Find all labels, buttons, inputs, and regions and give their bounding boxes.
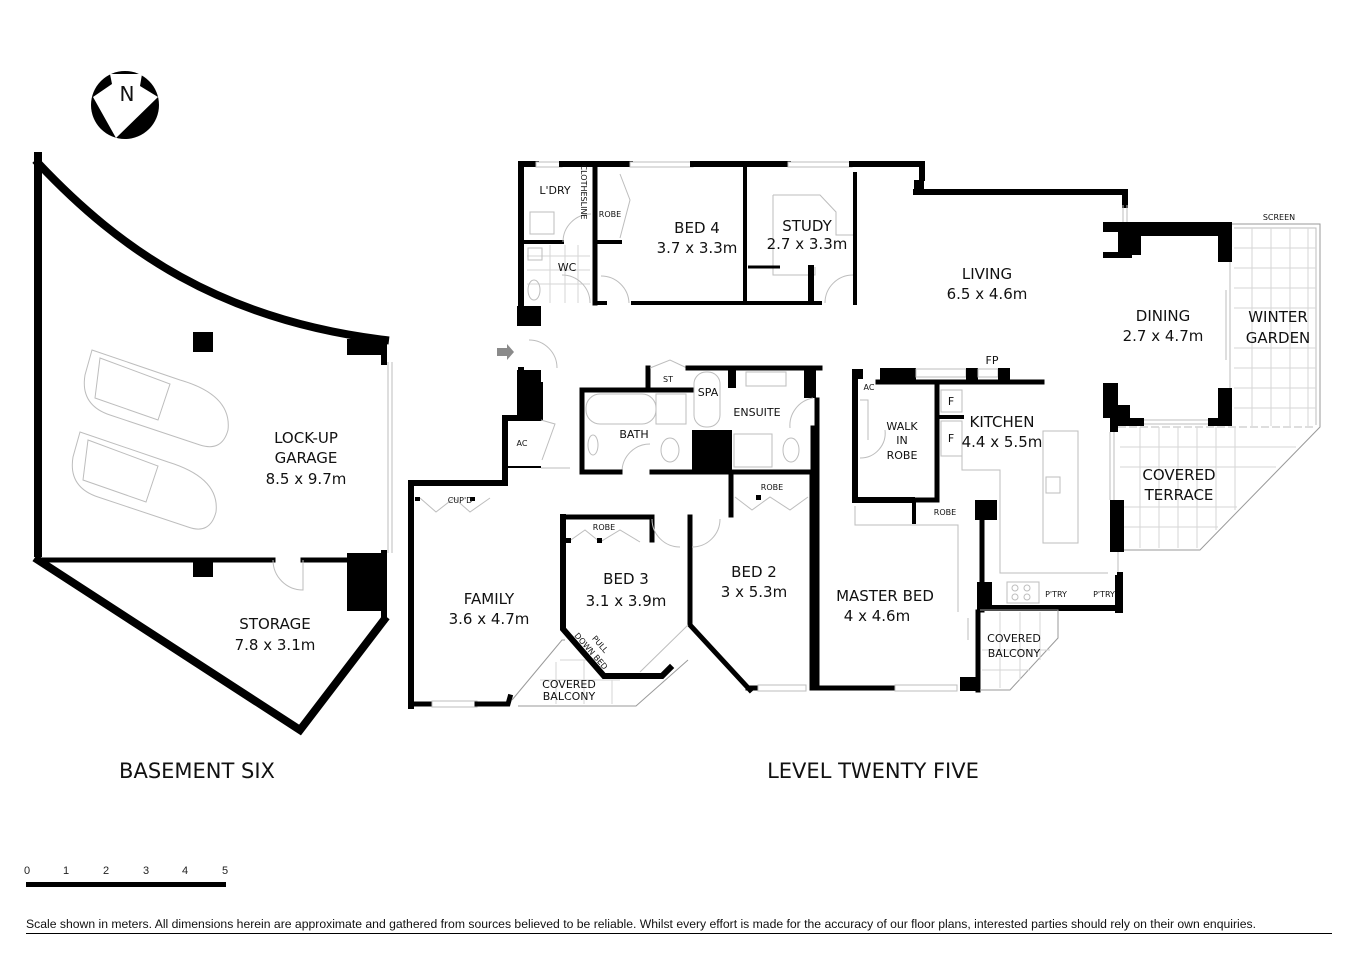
ensuite-label: ENSUITE — [733, 406, 780, 419]
scale-tick-4: 4 — [182, 865, 188, 877]
bed2-label: BED 2 — [731, 563, 777, 581]
walk-in-robe-label: WALK — [886, 420, 918, 433]
cupd-label: CUP'D — [448, 496, 473, 505]
bed4-robe-label: ROBE — [599, 210, 621, 219]
winter-garden-label-2: GARDEN — [1246, 329, 1311, 347]
family-label: FAMILY — [464, 590, 515, 608]
dining-dims: 2.7 x 4.7m — [1123, 327, 1204, 345]
ac-robe-label: AC — [864, 383, 875, 392]
covered-terrace-label-2: TERRACE — [1144, 486, 1214, 504]
basement-plan: LOCK-UP GARAGE 8.5 x 9.7m STORAGE 7.8 x … — [32, 152, 393, 783]
living-label: LIVING — [962, 265, 1012, 283]
garage-label: LOCK-UP — [274, 429, 338, 447]
scale-bar: 0 1 2 3 4 5 — [24, 865, 228, 887]
disclaimer-text: Scale shown in meters. All dimensions he… — [26, 917, 1332, 934]
bed2-robe-label: ROBE — [761, 483, 783, 492]
scale-tick-5: 5 — [222, 865, 228, 877]
wc-label: WC — [558, 261, 577, 274]
covered-terrace-label: COVERED — [1142, 466, 1215, 484]
basement-heading: BASEMENT SIX — [119, 759, 275, 783]
study-dims: 2.7 x 3.3m — [767, 235, 848, 253]
bed3-label: BED 3 — [603, 570, 649, 588]
screen-label: SCREEN — [1263, 213, 1295, 222]
north-arrow-icon: N — [91, 71, 159, 139]
wc-tiles — [527, 245, 590, 303]
level-heading: LEVEL TWENTY FIVE — [767, 759, 979, 783]
master-bed-dims: 4 x 4.6m — [844, 607, 910, 625]
storage-dims: 7.8 x 3.1m — [235, 636, 316, 654]
entry-arrow-icon — [497, 344, 514, 360]
garage-dims: 8.5 x 9.7m — [266, 470, 347, 488]
car-icon — [83, 349, 229, 448]
storage-label: STORAGE — [239, 615, 310, 633]
master-robe-label: ROBE — [934, 508, 956, 517]
compass-label: N — [120, 82, 135, 106]
fridge-2-label: F — [948, 432, 954, 445]
laundry-label: L'DRY — [539, 184, 571, 197]
kitchen-label: KITCHEN — [970, 413, 1035, 431]
master-bed-label: MASTER BED — [836, 587, 934, 605]
bed4-dims: 3.7 x 3.3m — [657, 239, 738, 257]
pantry-2-label: P'TRY — [1093, 590, 1115, 599]
winter-garden-label: WINTER — [1248, 308, 1308, 326]
terrace-grid — [1118, 223, 1321, 551]
family-dims: 3.6 x 4.7m — [449, 610, 530, 628]
bed2-dims: 3 x 5.3m — [721, 583, 787, 601]
spa-label: SPA — [698, 386, 719, 399]
kitchen-dims: 4.4 x 5.5m — [962, 433, 1043, 451]
level-plan: L'DRY CLOTHESLINE WC ROBE BED 4 3.7 x 3.… — [408, 161, 1321, 783]
scale-tick-3: 3 — [143, 865, 149, 877]
bath-label: BATH — [619, 428, 648, 441]
bed3-dims: 3.1 x 3.9m — [586, 592, 667, 610]
living-dims: 6.5 x 4.6m — [947, 285, 1028, 303]
fp-label: FP — [986, 354, 999, 367]
st-label: ST — [663, 375, 673, 384]
family-balcony-label: COVERED — [542, 678, 596, 691]
master-balcony-label: COVERED — [987, 632, 1041, 645]
scale-tick-1: 1 — [63, 865, 69, 877]
bed4-label: BED 4 — [674, 219, 720, 237]
study-label: STUDY — [782, 217, 832, 235]
ac-entry-label: AC — [517, 439, 528, 448]
clothesline-label: CLOTHESLINE — [579, 165, 588, 220]
walk-in-robe-label-2: IN — [896, 434, 907, 447]
family-balcony-label-2: BALCONY — [543, 690, 596, 703]
scale-tick-2: 2 — [103, 865, 109, 877]
garage-label-2: GARAGE — [275, 449, 338, 467]
dining-label: DINING — [1136, 307, 1190, 325]
master-balcony-label-2: BALCONY — [988, 647, 1041, 660]
car-icon — [71, 431, 217, 530]
pantry-1-label: P'TRY — [1045, 590, 1067, 599]
scale-tick-0: 0 — [24, 865, 30, 877]
fridge-1-label: F — [948, 395, 954, 408]
bed3-robe-label: ROBE — [593, 523, 615, 532]
walk-in-robe-label-3: ROBE — [887, 449, 918, 462]
